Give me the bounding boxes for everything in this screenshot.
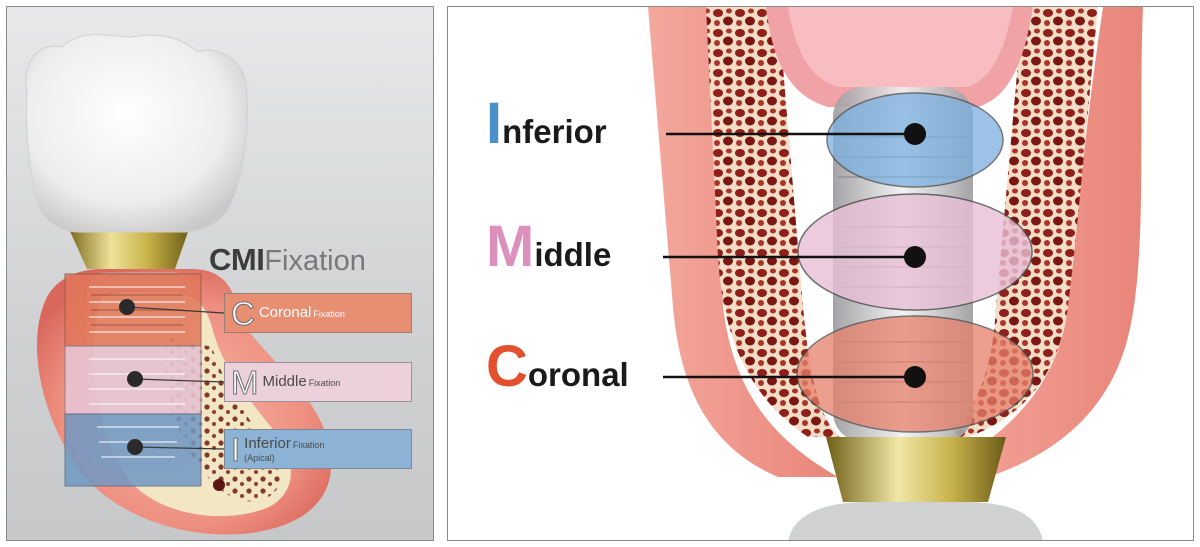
cmi-fixation-title: CMIFixation bbox=[209, 244, 366, 276]
zone-letter: M bbox=[231, 363, 259, 401]
zone-letter: I bbox=[230, 430, 241, 468]
zone-suffix: Fixation bbox=[292, 440, 325, 450]
zone-letter: C bbox=[231, 294, 256, 332]
abutment bbox=[826, 437, 1006, 502]
zone-suffix: Fixation bbox=[313, 309, 345, 319]
crown bbox=[25, 34, 248, 233]
zone-sub: (Apical) bbox=[244, 453, 275, 463]
implant-zones-panel bbox=[447, 6, 1194, 541]
gum-left bbox=[648, 7, 838, 477]
label-letter: M bbox=[486, 214, 535, 279]
label-rest: nferior bbox=[502, 113, 607, 150]
gum-right bbox=[928, 7, 1143, 477]
crown-base bbox=[788, 502, 1043, 540]
coronal-dot bbox=[904, 366, 926, 388]
title-light: Fixation bbox=[264, 245, 366, 277]
zone-name: Coronal bbox=[258, 304, 312, 321]
label-letter: I bbox=[486, 91, 503, 156]
implant-cross-section bbox=[648, 7, 1143, 540]
label-letter: C bbox=[486, 334, 528, 399]
inferior-dot bbox=[904, 123, 926, 145]
label-rest: oronal bbox=[527, 356, 629, 393]
zone-name: Inferior bbox=[244, 435, 291, 452]
middle-label: Middle bbox=[486, 218, 611, 276]
abutment bbox=[69, 229, 189, 269]
bone-left bbox=[706, 7, 840, 437]
zone-suffix: Fixation bbox=[308, 378, 341, 388]
inferior-label: Inferior bbox=[486, 95, 607, 153]
middle-dot bbox=[904, 246, 926, 268]
label-rest: iddle bbox=[534, 236, 612, 273]
middle-dot bbox=[127, 371, 143, 387]
inferior-dot bbox=[127, 439, 143, 455]
zone-name: Middle bbox=[262, 373, 307, 390]
coronal-dot bbox=[119, 299, 135, 315]
coronal-label: Coronal bbox=[486, 338, 629, 396]
title-bold: CMI bbox=[209, 242, 265, 277]
bone-right bbox=[948, 7, 1098, 437]
